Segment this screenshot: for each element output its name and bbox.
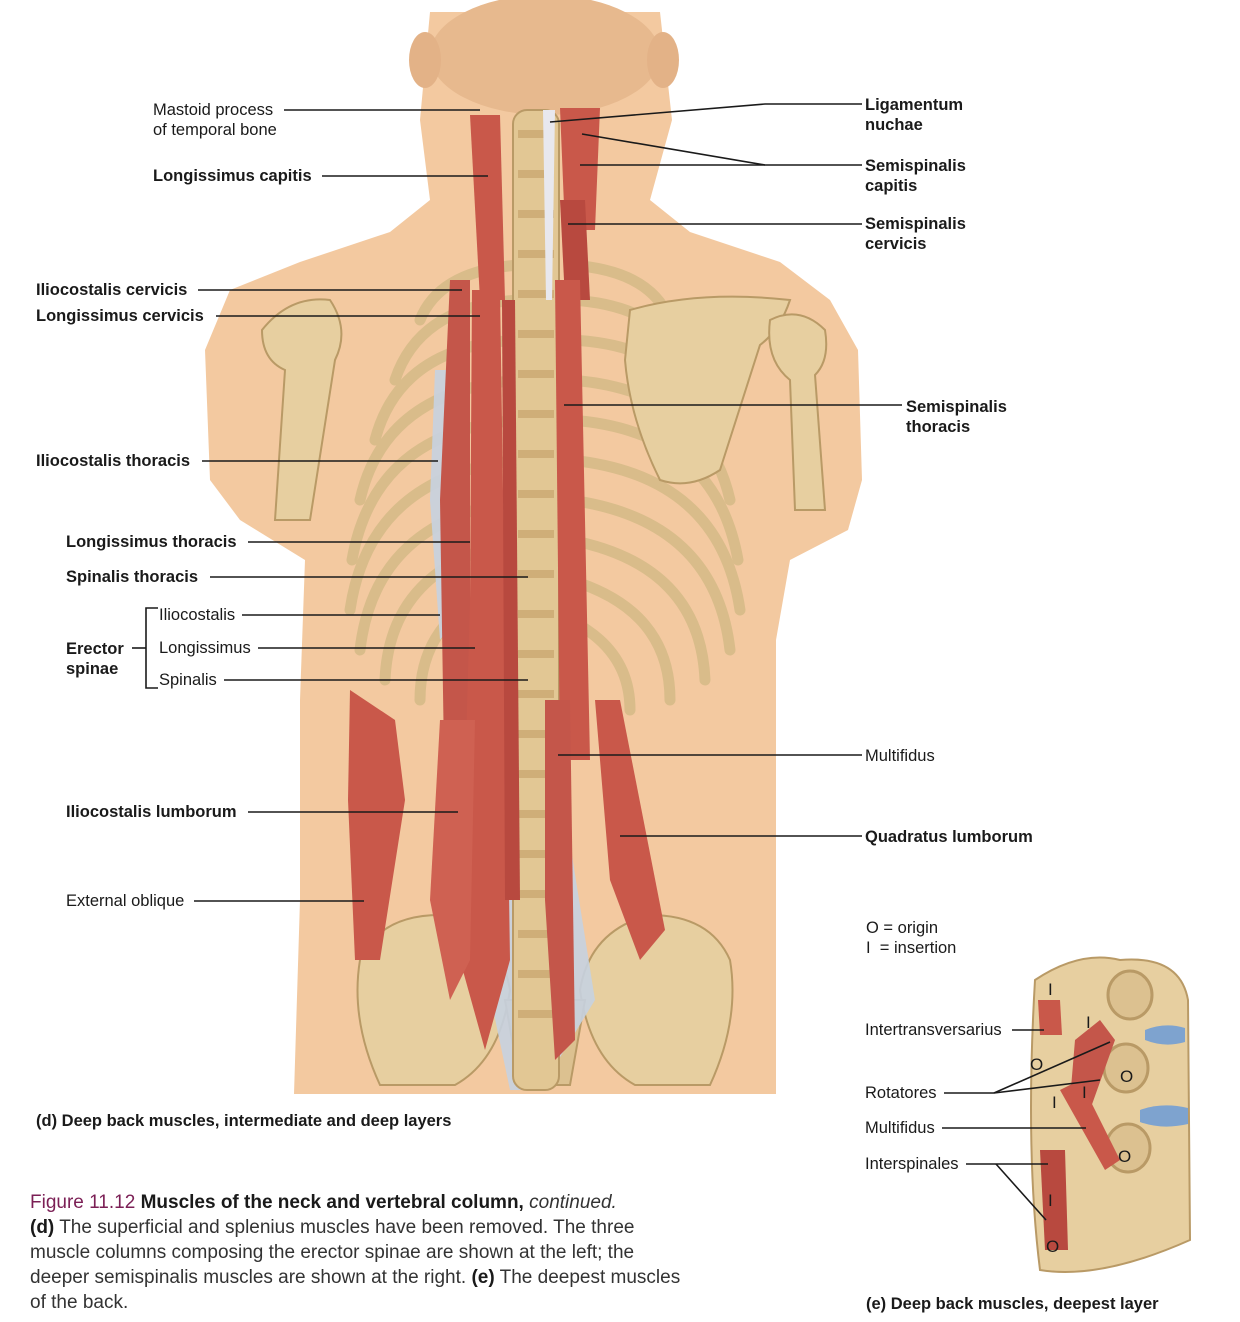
ligamentum-nuchae [543, 110, 555, 300]
label-multifidus: Multifidus [865, 747, 935, 765]
label-mastoid-line1: Mastoid process [153, 101, 274, 119]
figure-d-letter: (d) [30, 1217, 55, 1238]
label-longissimus-thoracis: Longissimus thoracis [66, 533, 237, 551]
label-iliocostalis-lumborum: Iliocostalis lumborum [66, 803, 237, 821]
insertion-mark: I [1048, 980, 1053, 999]
figure-caption: Figure 11.12 Muscles of the neck and ver… [30, 1190, 690, 1315]
quadratus-lumborum-muscle [595, 700, 665, 960]
muscles [348, 108, 665, 1060]
label-interspinales: Interspinales [865, 1155, 959, 1173]
left-ear [409, 32, 441, 88]
label-spinalis-thoracis: Spinalis thoracis [66, 568, 199, 586]
label-external-oblique: External oblique [66, 892, 185, 910]
insertion-mark: I [1048, 1191, 1053, 1210]
origin-mark: O [1118, 1147, 1131, 1166]
label-ligamentum-nuchae: Ligamentum nuchae [865, 96, 964, 134]
origin-mark: O [1030, 1055, 1043, 1074]
multifidus-muscle [545, 700, 575, 1060]
label-rotatores: Rotatores [865, 1084, 937, 1102]
label-quadratus-lumborum: Quadratus lumborum [865, 828, 1033, 846]
origin-mark: O [1046, 1237, 1059, 1256]
leader-lines-e [942, 1029, 1111, 1221]
figure-title: Muscles of the neck and vertebral column… [140, 1192, 524, 1213]
caption-d: (d) Deep back muscles, intermediate and … [36, 1112, 452, 1130]
label-mastoid-line2: of temporal bone [153, 121, 277, 139]
label-semispinalis-thoracis: Semispinalis thoracis [906, 398, 1007, 436]
label-semispinalis-cervicis: Semispinalis cervicis [865, 215, 966, 253]
label-longissimus-capitis: Longissimus capitis [153, 167, 312, 185]
insertion-mark: I [1052, 1093, 1057, 1112]
semispinalis-capitis-muscle [560, 108, 600, 230]
label-intertransversarius: Intertransversarius [865, 1021, 1002, 1039]
head [430, 0, 660, 115]
right-ear [647, 32, 679, 88]
label-iliocostalis-thoracis: Iliocostalis thoracis [36, 452, 191, 470]
spinalis-muscle [502, 300, 520, 900]
legend-insertion: I = insertion [866, 939, 957, 957]
label-erector-spinae: Erector spinae [66, 640, 124, 678]
figure-number: Figure 11.12 [30, 1192, 136, 1213]
leader-lines-d [132, 103, 902, 902]
legend: O = origin I = insertion [866, 918, 956, 958]
label-iliocostalis-cervicis: Iliocostalis cervicis [36, 281, 188, 299]
label-iliocostalis: Iliocostalis [159, 606, 236, 624]
insertion-mark: I [1082, 1083, 1087, 1102]
label-spinalis: Spinalis [159, 671, 217, 689]
label-multifidus-deep: Multifidus [865, 1119, 935, 1137]
semispinalis-cervicis-muscle [560, 200, 590, 300]
insertion-mark: I [1086, 1013, 1091, 1032]
shoulder-bones [260, 295, 828, 521]
figure-continued: continued. [529, 1192, 617, 1213]
label-semispinalis-capitis: Semispinalis capitis [865, 157, 966, 195]
iliocostalis-muscle [440, 280, 470, 820]
longissimus-capitis-muscle [470, 115, 505, 300]
figure-d-text: The superficial and splenius muscles hav… [30, 1217, 635, 1288]
label-longissimus: Longissimus [159, 639, 251, 657]
inset-marks: I I O O I I O I O [1030, 980, 1133, 1256]
caption-e: (e) Deep back muscles, deepest layer [866, 1295, 1159, 1313]
origin-mark: O [1120, 1067, 1133, 1086]
longissimus-muscle [460, 290, 510, 1050]
external-oblique-muscle [348, 690, 405, 960]
semispinalis-thoracis-muscle [555, 280, 590, 760]
figure-e-letter: (e) [471, 1267, 495, 1288]
inset-vertebrae-illustration [1030, 956, 1192, 1273]
iliocostalis-lumborum-muscle [430, 720, 475, 1000]
figure-e-text: The deepest muscles of the back. [30, 1267, 681, 1313]
label-mastoid-process: Mastoid process of temporal bone [153, 100, 277, 140]
legend-origin: O = origin [866, 919, 938, 937]
label-longissimus-cervicis: Longissimus cervicis [36, 307, 204, 325]
